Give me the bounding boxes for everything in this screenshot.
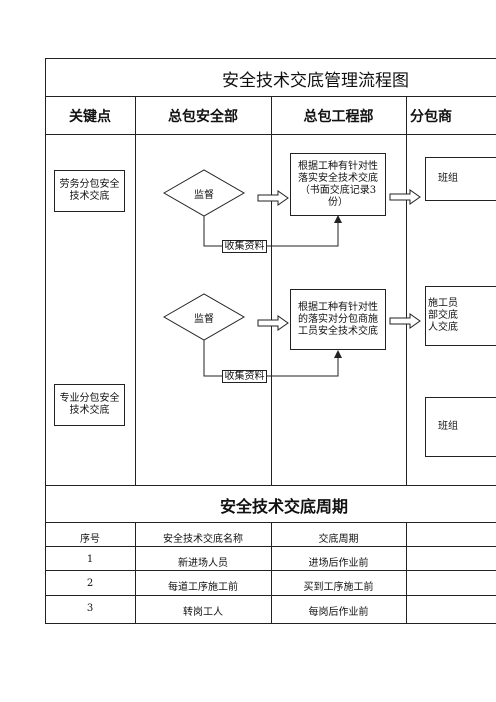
header-key-points: 关键点 — [69, 109, 111, 125]
cycle-title: 安全技术交底周期 — [220, 497, 349, 516]
flowchart-title: 安全技术交底管理流程图 — [222, 71, 409, 91]
sub-box-team-1: 班组 — [425, 157, 496, 201]
cycle-col-name: 安全技术交底名称 — [163, 534, 243, 545]
header-subcontractor: 分包商 — [410, 109, 452, 125]
header-engineering-dept: 总包工程部 — [303, 109, 374, 125]
cycle-row-line-3 — [45, 595, 496, 596]
col-divider-1 — [135, 96, 136, 485]
cycle-col-divider-2 — [271, 522, 272, 624]
sub-box-builder-text: 施工员部交底人交底 — [428, 298, 458, 333]
supervise-diamond-1 — [162, 169, 246, 217]
collect-arrowhead-1 — [334, 215, 342, 223]
cycle-row-line-2 — [45, 570, 496, 571]
cycle-col-divider-1 — [135, 522, 136, 624]
col-divider-2 — [271, 96, 272, 485]
collect-line-2 — [203, 340, 339, 377]
diamond-label-2: 监督 — [194, 314, 214, 325]
collect-arrowhead-2 — [334, 350, 342, 358]
flowchart-frame — [45, 58, 496, 624]
key-point-labor-sub: 劳务分包安全技术交底 — [54, 170, 125, 212]
collect-label-1: 收集资料 — [222, 240, 267, 253]
cycle-row-1-number: 1 — [86, 554, 94, 565]
cycle-row-2-period: 买到工序施工前 — [303, 582, 374, 593]
collect-line-1 — [203, 216, 339, 247]
hollow-arrow-4 — [389, 313, 421, 329]
cycle-row-3-period: 每岗后作业前 — [308, 607, 369, 618]
sub-box-builder: 施工员部交底人交底 — [425, 286, 496, 346]
cycle-row-2-name: 每道工序施工前 — [168, 582, 238, 593]
header-safety-dept: 总包安全部 — [168, 109, 238, 125]
engineering-box-2: 根据工种有针对性的落实对分包商施工员安全技术交底 — [290, 289, 386, 350]
cycle-row-1-name: 新进场人员 — [178, 558, 228, 569]
cycle-col-number: 序号 — [80, 534, 100, 545]
header-divider — [45, 134, 496, 135]
cycle-header-top — [45, 522, 496, 523]
collect-label-2: 收集资料 — [222, 370, 267, 383]
sub-box-team-2: 班组 — [425, 397, 496, 457]
cycle-row-3-name: 转岗工人 — [183, 607, 223, 618]
diamond-label-1: 监督 — [194, 190, 214, 201]
cycle-row-2-number: 2 — [86, 578, 94, 589]
cycle-col-period: 交底周期 — [318, 534, 359, 545]
hollow-arrow-1 — [257, 190, 289, 206]
cycle-row-1-period: 进场后作业前 — [308, 558, 369, 569]
flow-bottom-divider — [45, 485, 496, 486]
cycle-row-3-number: 3 — [86, 603, 94, 614]
hollow-arrow-2 — [257, 315, 289, 331]
cycle-row-line-1 — [45, 546, 496, 547]
col-divider-3 — [406, 96, 407, 485]
engineering-box-1: 根据工种有针对性落实安全技术交底（书面交底记录3份） — [290, 153, 386, 216]
supervise-diamond-2 — [162, 293, 246, 341]
title-divider — [45, 96, 496, 97]
key-point-specialty-sub: 专业分包安全技术交底 — [54, 384, 125, 426]
cycle-col-divider-3 — [406, 522, 407, 624]
hollow-arrow-3 — [389, 189, 421, 205]
